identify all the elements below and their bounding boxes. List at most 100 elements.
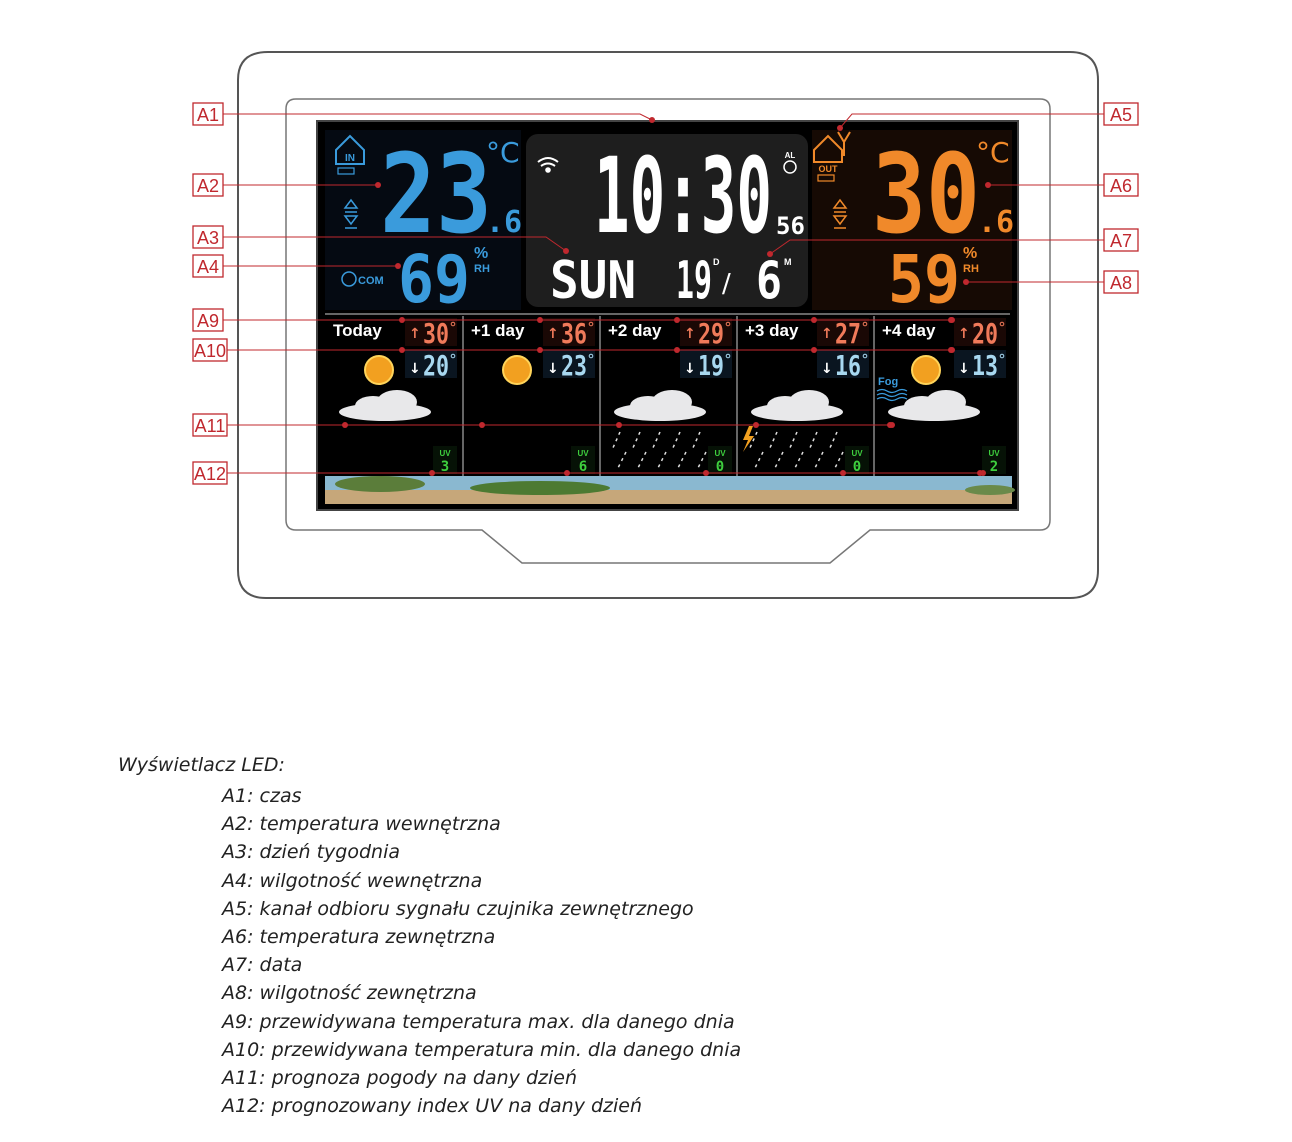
callout-label: A3 (197, 228, 219, 248)
legend-item: A7: data (222, 954, 303, 977)
indoor-label: IN (345, 153, 355, 164)
forecast-max-temp: 36 (561, 317, 587, 350)
uv-label: UV (988, 449, 1000, 458)
legend-item: A3: dzień tygodnia (222, 841, 401, 864)
uv-value: 0 (853, 459, 861, 475)
forecast-min-temp: 13 (972, 349, 998, 382)
forecast-max-temp: 30 (423, 317, 449, 350)
max-arrow-icon: ↑ (547, 326, 559, 342)
forecast-day-label: +1 day (471, 321, 525, 340)
callout-label: A7 (1110, 231, 1132, 251)
cloud-icon (614, 390, 706, 421)
outdoor-humidity: 59 (888, 241, 960, 318)
date-month: 6 (756, 251, 782, 311)
cloud-icon (888, 390, 980, 421)
weekday: SUN (550, 251, 636, 311)
clock-panel (526, 134, 808, 307)
forecast-min-temp: 16 (835, 349, 861, 382)
indoor-hum-rh: RH (474, 263, 490, 275)
date-month-mark: M (784, 257, 792, 267)
cloud-icon (339, 390, 431, 421)
min-arrow-icon: ↓ (821, 361, 833, 377)
callout-label: A11 (195, 416, 226, 436)
legend-title: Wyświetlacz LED: (118, 754, 285, 776)
rain-icon (611, 431, 707, 469)
callout-label: A2 (197, 176, 219, 196)
outdoor-temp-decimal: .6 (978, 205, 1014, 240)
max-arrow-icon: ↑ (821, 326, 833, 342)
uv-label: UV (439, 449, 451, 458)
outdoor-label: OUT (819, 164, 839, 174)
outdoor-trend-icon (832, 198, 848, 229)
cloud-icon (751, 390, 843, 421)
callout-label: A12 (194, 464, 226, 484)
alarm-label: AL (785, 151, 796, 160)
uv-label: UV (577, 449, 589, 458)
date-day-mark: D (713, 257, 720, 267)
callout-label: A6 (1110, 176, 1132, 196)
comfort-face-icon (341, 271, 357, 287)
uv-label: UV (851, 449, 863, 458)
min-arrow-icon: ↓ (684, 361, 696, 377)
max-arrow-icon: ↑ (958, 326, 970, 342)
alarm-clock-icon (783, 160, 797, 174)
min-arrow-icon: ↓ (409, 361, 421, 377)
legend-item: A2: temperatura wewnętrzna (222, 813, 501, 836)
fog-label: Fog (878, 376, 898, 388)
outdoor-temp-unit: °C (976, 136, 1010, 169)
callout-label: A4 (197, 257, 219, 277)
wifi-icon (537, 157, 559, 173)
forecast-day-label: Today (333, 321, 382, 340)
forecast-max-temp: 29 (698, 317, 724, 350)
legend-item: A5: kanał odbioru sygnału czujnika zewnę… (222, 897, 694, 920)
legend-item: A9: przewidywana temperatura max. dla da… (222, 1010, 735, 1033)
forecast-min-temp: 19 (698, 349, 724, 382)
sun-icon (911, 355, 941, 385)
indoor-house-icon (335, 134, 365, 165)
callout-label: A10 (194, 341, 226, 361)
max-arrow-icon: ↑ (409, 326, 421, 342)
callout-label: A5 (1110, 105, 1132, 125)
min-arrow-icon: ↓ (958, 361, 970, 377)
forecast-min-temp: 23 (561, 349, 587, 382)
callout-label: A9 (197, 311, 219, 331)
legend-item: A10: przewidywana temperatura min. dla d… (222, 1038, 742, 1061)
lightning-icon (743, 426, 754, 452)
forecast-max-temp: 20 (972, 317, 998, 350)
legend-item: A12: prognozowany index UV na dany dzień (222, 1095, 643, 1118)
max-arrow-icon: ↑ (684, 326, 696, 342)
legend-item: A11: prognoza pogody na dany dzień (222, 1066, 578, 1089)
clock-seconds: 56 (776, 212, 805, 240)
callout-label: A1 (197, 105, 219, 125)
legend-item: A4: wilgotność wewnętrzna (222, 869, 483, 892)
clock-time: 10:30 (594, 135, 772, 257)
min-arrow-icon: ↓ (547, 361, 559, 377)
uv-value: 3 (441, 459, 449, 475)
callout-label: A8 (1110, 273, 1132, 293)
indoor-battery-icon (337, 167, 355, 175)
forecast-day-label: +3 day (745, 321, 799, 340)
uv-value: 6 (579, 459, 587, 475)
rain-icon (748, 431, 844, 469)
indoor-trend-icon (343, 198, 359, 229)
fog-waves-icon (876, 388, 908, 402)
date-day: 19 (676, 251, 712, 311)
outdoor-battery-icon (817, 174, 835, 182)
indoor-temp-decimal: .6 (486, 205, 522, 240)
indoor-temp-main: 23 (380, 130, 492, 258)
legend-item: A1: czas (222, 785, 302, 807)
outdoor-hum-rh: RH (963, 263, 979, 275)
uv-value: 0 (716, 459, 724, 475)
uv-value: 2 (990, 459, 998, 475)
legend-item: A8: wilgotność zewnętrzna (222, 982, 477, 1005)
date-separator: / (722, 269, 731, 299)
indoor-humidity: 69 (398, 241, 470, 318)
forecast-min-temp: 20 (423, 349, 449, 382)
weather-station-diagram: IN 23 .6 °C 69 % RH COM 10:30 56 AL SUN … (192, 51, 1139, 599)
